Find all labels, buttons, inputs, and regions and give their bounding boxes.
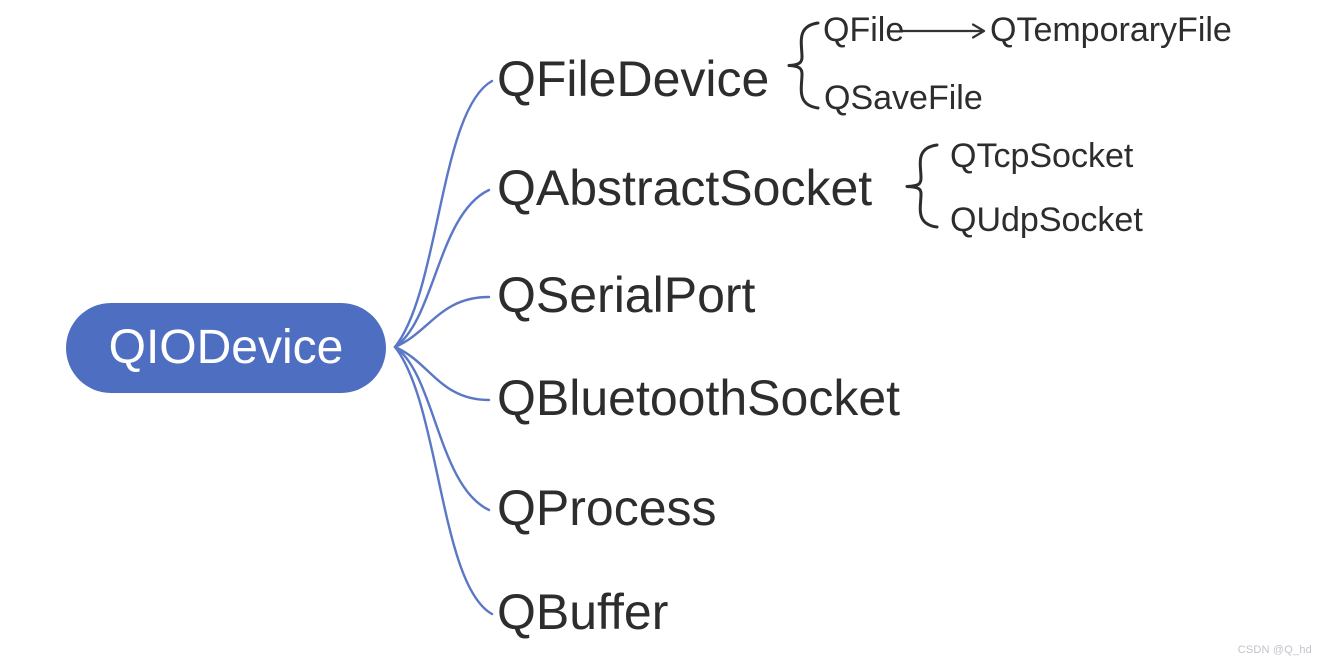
node-qbuffer: QBuffer [497, 584, 669, 640]
node-qfiledevice: QFileDevice [497, 51, 770, 107]
branch-link-qabstractsocket [393, 188, 491, 349]
root-node-qiodevice: QIODevice [66, 303, 386, 393]
qfile-to-qtemporaryfile-arrow-icon [900, 23, 986, 39]
branch-link-qbluetoothsocket [393, 345, 491, 402]
node-qfile: QFile [823, 11, 905, 49]
branch-link-qfiledevice [393, 79, 494, 349]
csdn-watermark: CSDN @Q_hd [1237, 644, 1312, 656]
node-qtemporaryfile: QTemporaryFile [990, 11, 1232, 49]
node-qabstractsocket: QAbstractSocket [497, 160, 873, 216]
node-qbluetoothsocket: QBluetoothSocket [497, 370, 901, 426]
branch-link-qserialport [393, 295, 491, 349]
qabstractsocket-children-brace [905, 143, 939, 229]
node-qsavefile: QSaveFile [824, 79, 983, 117]
node-qserialport: QSerialPort [497, 267, 756, 323]
root-node-label: QIODevice [108, 321, 344, 374]
node-qprocess: QProcess [497, 480, 717, 536]
node-qtcpsocket: QTcpSocket [950, 137, 1134, 175]
branch-link-qprocess [393, 345, 491, 512]
qfiledevice-children-brace [787, 21, 820, 110]
node-qudpsocket: QUdpSocket [950, 201, 1143, 239]
branch-link-qbuffer [393, 345, 494, 616]
